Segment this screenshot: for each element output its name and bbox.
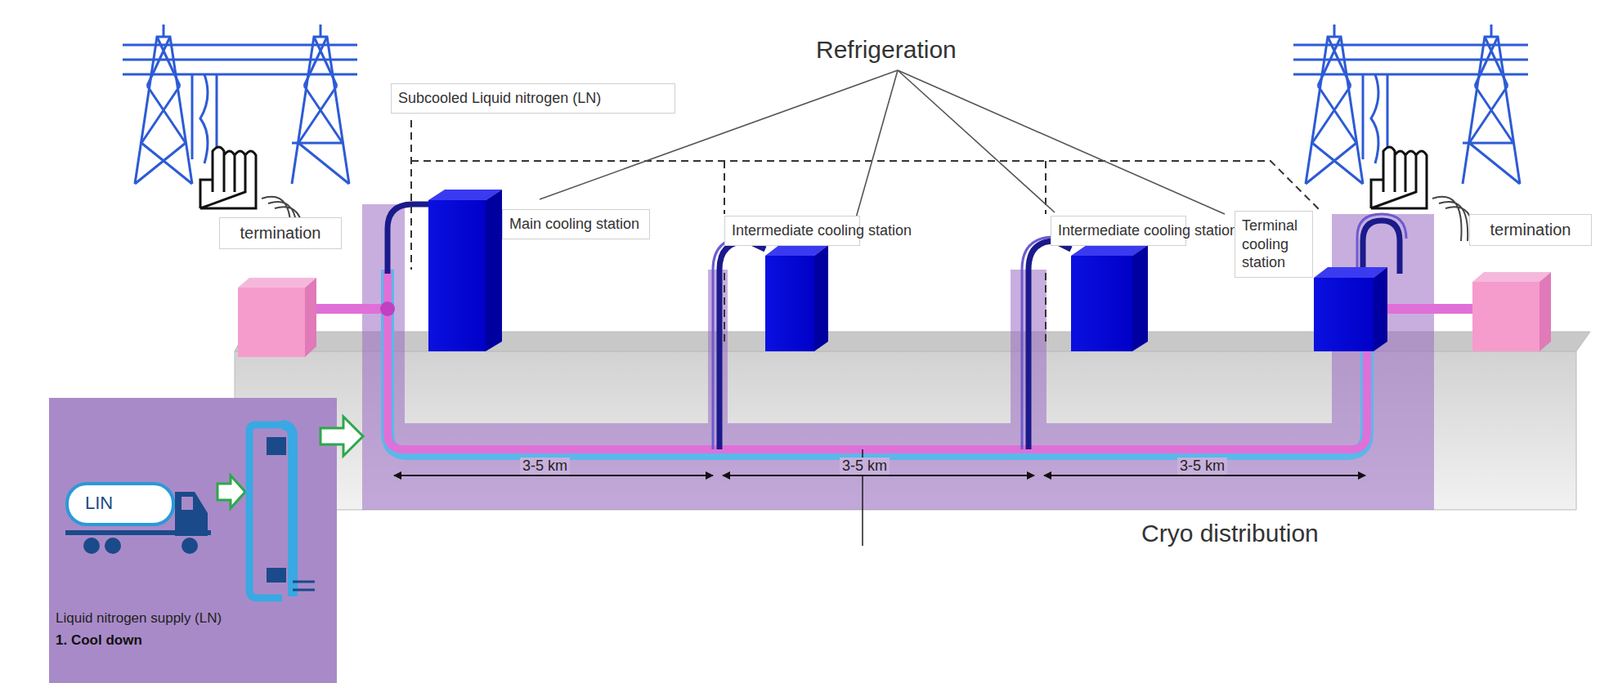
node-text: termination: [226, 223, 335, 244]
node-text: termination: [1476, 219, 1585, 241]
supply-region: [49, 398, 337, 683]
truck: [65, 484, 211, 555]
dashed-line: [411, 120, 1321, 344]
termination-box: termination: [219, 217, 342, 250]
station-label: Intermediate cooling station: [724, 215, 861, 247]
cryo-pipe: [387, 269, 1367, 454]
dimension-label: 3-5 km: [839, 457, 890, 476]
termination-box: termination: [1469, 214, 1592, 247]
supply-box: Liquid nitrogen supply (LN) 1. Cool down: [50, 606, 332, 654]
power-line: [1293, 24, 1529, 242]
cryo-pipe: [387, 269, 1367, 450]
node-text: Liquid nitrogen supply (LN): [55, 609, 328, 628]
node-text: Intermediate cooling station: [731, 221, 853, 241]
node-text: Terminal cooling station: [1241, 216, 1306, 273]
cryo-region: [362, 204, 1435, 511]
dimension-label: 3-5 km: [1177, 457, 1228, 476]
tank-label: LIN: [85, 492, 113, 515]
region-title: Cryo distribution: [1141, 519, 1319, 548]
node-subtext: 1. Cool down: [55, 631, 328, 650]
power-line: [122, 24, 358, 242]
dimension-label: 3-5 km: [519, 457, 570, 476]
cooling-station: [428, 189, 1388, 352]
node-text: Intermediate cooling station: [1057, 221, 1179, 241]
station-label: Intermediate cooling station: [1050, 215, 1187, 247]
station-label: Main cooling station: [501, 209, 650, 240]
node-text: Subcooled Liquid nitrogen (LN): [398, 89, 668, 108]
group-title: Refrigeration: [815, 35, 957, 64]
ln-note-box: Subcooled Liquid nitrogen (LN): [390, 83, 676, 114]
station-label: Terminal cooling station: [1234, 210, 1314, 278]
storage-tank: [249, 425, 315, 599]
cooling-loop: [387, 204, 1400, 450]
node-text: Main cooling station: [509, 215, 643, 234]
